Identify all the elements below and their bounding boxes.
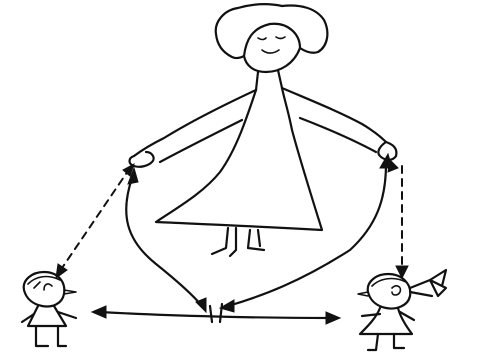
left-child-body <box>28 306 66 326</box>
adult-hair <box>216 4 328 58</box>
arrowhead-left-child <box>56 264 67 278</box>
right-child-arm-left <box>362 314 380 316</box>
adult-dress <box>156 88 322 230</box>
adult-eye-right <box>276 37 285 39</box>
right-child-bow <box>410 270 446 296</box>
adult-arm-right-inner <box>300 118 376 152</box>
arrowhead-right-curve-top <box>380 154 392 168</box>
adult-face <box>244 48 300 72</box>
right-child-legs <box>368 334 404 350</box>
adult-leg-right <box>248 230 264 250</box>
adult-figure <box>130 4 397 256</box>
arrow-adult-to-left-child <box>56 164 134 278</box>
arrow-child-to-child <box>92 304 340 324</box>
adult-mouth <box>262 50 279 53</box>
center-meeting-point <box>210 304 222 322</box>
right-child-figure <box>358 270 446 350</box>
left-child-hair <box>28 277 60 290</box>
left-child-figure <box>22 272 76 346</box>
adult-neck <box>256 70 282 90</box>
arrow-left-hand-to-center <box>126 168 206 312</box>
right-child-nose <box>358 292 368 296</box>
adult-arm-right <box>282 88 386 142</box>
adult-leg-left <box>212 228 236 256</box>
left-child-nose <box>64 290 76 294</box>
arrowhead-to-right-child <box>326 312 340 324</box>
arrow-adult-to-right-child <box>388 160 408 278</box>
right-child-body <box>360 308 412 334</box>
left-child-legs <box>36 326 66 346</box>
right-child-hair <box>372 279 406 295</box>
adult-eye-left <box>258 38 266 40</box>
arrowhead-to-left-child <box>92 306 106 318</box>
